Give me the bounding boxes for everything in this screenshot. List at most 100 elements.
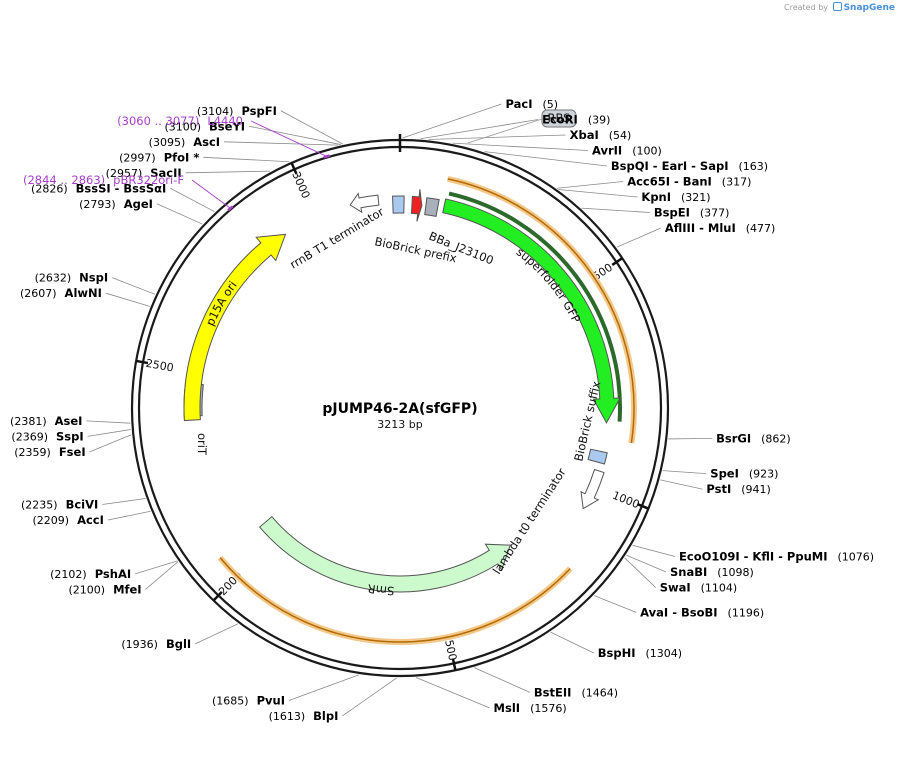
site-sacii: (2957)SacII [106, 166, 182, 180]
site-pshai: (2102)PshAI [50, 567, 131, 581]
feature-rbs [410, 189, 423, 222]
site-leader [632, 544, 676, 557]
gfp-line [448, 191, 622, 422]
site-blpi: (1613)BlpI [269, 709, 339, 723]
site-leader [86, 420, 131, 424]
site-ecori: EcoRI(39) [542, 113, 610, 127]
site-bsteii: BstEII(1464) [534, 685, 618, 699]
site-msli: MslI(1576) [494, 701, 567, 715]
feature-biobrick-prefix [392, 195, 405, 214]
site-sspi: (2369)SspI [11, 429, 83, 443]
site-acc65i-bani: Acc65I - BanI(317) [627, 175, 751, 189]
site-leader [474, 667, 531, 693]
site-leader [668, 437, 713, 440]
site-swai: SwaI(1104) [660, 581, 738, 595]
site-nspi: (2632)NspI [35, 271, 109, 285]
tick-mark [135, 359, 149, 365]
primer-l4440: (3060 .. 3077)L4440 [117, 114, 243, 128]
site-bseyi: (3100)BseYI [164, 119, 245, 133]
credit-brand: SnapGene [843, 3, 895, 13]
site-bcivi: (2235)BciVI [21, 498, 98, 512]
site-afliii-mlui: AflIII - MluI(477) [665, 221, 776, 235]
site-bsrgi: BsrGI(862) [716, 431, 791, 445]
tick-label: 1000 [611, 489, 642, 512]
site-leader [107, 510, 151, 521]
tick-mark [212, 591, 223, 602]
site-leader [135, 560, 178, 575]
site-bspei: BspEI(377) [654, 206, 730, 220]
site-bspqi-eari-sapi: BspQI - EarI - SapI(163) [611, 159, 768, 173]
site-leader [105, 292, 150, 307]
site-pfoi: (2997)PfoI * [119, 150, 199, 164]
site-leader [224, 141, 339, 146]
site-leader [662, 470, 707, 475]
site-leader [185, 170, 271, 174]
site-leader [102, 498, 146, 505]
site-avrii: AvrII(100) [592, 144, 662, 158]
primer-leader [250, 120, 327, 157]
site-leader [420, 119, 539, 140]
feature-p15a-ori [183, 233, 287, 422]
site-leader [203, 156, 290, 163]
site-leader [145, 561, 179, 590]
site-fsei: (2359)FseI [14, 445, 85, 459]
site-alwni: (2607)AlwNI [20, 286, 102, 300]
orange-arc-core [219, 557, 571, 643]
site-leader [616, 227, 662, 248]
site-pspfi: (3104)PspFI [197, 104, 277, 118]
tick-mark [636, 502, 649, 510]
site-labels: PacI(5) EcoRI(39)XbaI(54) AvrII(100)BspQI … [10, 97, 874, 723]
site-paci: PacI(5) [506, 97, 559, 111]
site-avai-bsobi: AvaI - BsoBI(1196) [640, 605, 764, 619]
tick-mark [611, 257, 623, 266]
feature-lambda-t0-terminator [580, 468, 605, 510]
site-leader [342, 677, 397, 717]
site-kpni: KpnI(321) [641, 190, 710, 204]
site-leader [89, 434, 132, 453]
site-leader [624, 557, 656, 588]
tick-label: 2500 [145, 357, 175, 375]
orange-arcs [217, 175, 637, 645]
site-leader [288, 674, 359, 701]
credit-prefix: Created by [784, 3, 829, 12]
site-spei: SpeI(923) [710, 467, 778, 481]
site-psti: PstI(941) [706, 482, 770, 496]
feature-label-smr: SmR [366, 581, 394, 598]
site-asei: (2381)AseI [10, 414, 82, 428]
site-snabi: SnaBI(1098) [670, 565, 754, 579]
feature-superfolder-gfp [442, 198, 621, 424]
site-xbai: XbaI(54) [570, 128, 632, 142]
site-leader-lines [86, 103, 713, 717]
primer-mark [323, 154, 331, 159]
site-mfei: (2100)MfeI [68, 582, 141, 596]
snapgene-credit: Created by SnapGene [784, 2, 895, 13]
primer-leader [191, 179, 231, 209]
site-pvui: (1685)PvuI [212, 693, 285, 707]
primer-pbr322ori-f: (2844 .. 2863)pBR322ori-F [23, 173, 184, 187]
feature-rrnb-t1-terminator [349, 192, 380, 214]
site-leader [484, 151, 607, 167]
orange-arc [217, 555, 573, 645]
site-bsphi: BspHI(1304) [598, 646, 682, 660]
site-leader [415, 677, 490, 709]
plasmid-name: pJUMP46-2A(sfGFP) [322, 401, 477, 417]
tick-label: 3000 [289, 170, 312, 201]
site-leader [248, 125, 341, 145]
orange-arc-core [447, 178, 635, 444]
rbs-leader [467, 118, 543, 144]
plasmid-size: 3213 bp [377, 418, 422, 431]
site-asci: (3095)AscI [149, 135, 220, 149]
site-leader [550, 631, 594, 654]
site-leader [428, 134, 566, 140]
site-leader [195, 623, 238, 645]
feature-label-rrnb-t1-terminator: rrnB T1 terminator [287, 204, 386, 271]
feature-label-lambda-t0-terminator: lambda t0 terminator [490, 465, 569, 576]
tick-mark [451, 658, 457, 671]
site-bgli: (1936)BglI [121, 637, 191, 651]
primer-mark [227, 205, 234, 212]
site-leader [156, 203, 203, 225]
feature-smr [258, 515, 512, 593]
feature-label-rbs: RBS [548, 111, 571, 125]
site-agei: (2793)AgeI [79, 197, 153, 211]
